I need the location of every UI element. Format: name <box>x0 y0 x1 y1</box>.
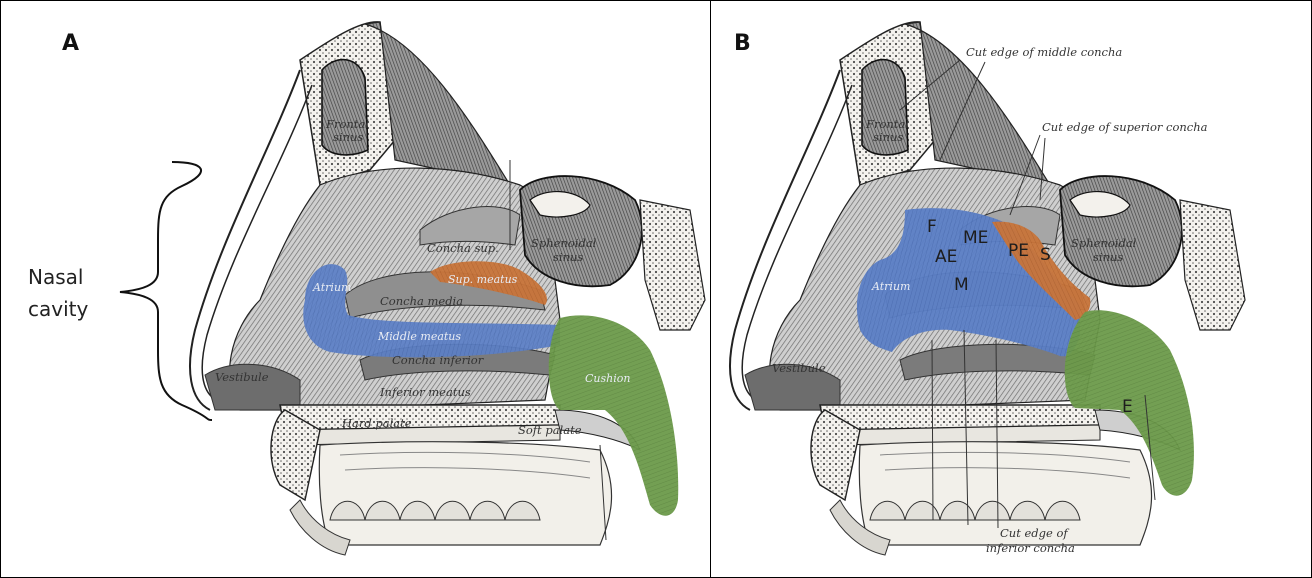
panel-a-cushion: Cushion <box>585 372 630 385</box>
panel-b-atrium: Atrium <box>871 280 910 293</box>
nasal-cavity-label-line1: Nasal <box>28 265 83 289</box>
panel-a-frontal-sinus-line2: sinus <box>333 130 363 144</box>
panel-b-sphenoidal-sinus-line2: sinus <box>1093 250 1123 264</box>
panel-b-frontal-sinus-line1: Frontal <box>865 117 909 131</box>
panel-a-concha-inferior: Concha inferior <box>392 353 485 367</box>
region-letter-m: M <box>954 275 969 295</box>
panel-a-sphenoidal-sinus-line1: Sphenoidal <box>531 236 597 250</box>
panel-b-cut-edge-inferior-line2: inferior concha <box>986 541 1075 555</box>
panel-b-sphenoidal-sinus-line1: Sphenoidal <box>1071 236 1137 250</box>
panel-a-sup-meatus: Sup. meatus <box>448 273 518 286</box>
nasal-cavity-label-line2: cavity <box>28 297 88 321</box>
panel-a-soft-palate: Soft palate <box>518 423 582 437</box>
panel-a-hard-palate: Hard palate <box>341 416 412 430</box>
panel-a-sphenoidal-sinus-line2: sinus <box>553 250 583 264</box>
region-letter-pe: PE <box>1008 241 1029 261</box>
panel-b: B Cut edge of middle concha Cut edge of … <box>730 22 1245 555</box>
panel-b-cut-edge-inferior-line1: Cut edge of <box>1000 526 1069 540</box>
panel-b-cut-edge-middle: Cut edge of middle concha <box>966 45 1122 59</box>
panel-b-cut-edge-superior: Cut edge of superior concha <box>1042 120 1208 134</box>
panel-b-label: B <box>734 31 751 56</box>
panel-a-concha-media: Concha media <box>380 294 463 308</box>
panel-b-vestibule: Vestibule <box>772 361 826 375</box>
region-letter-ae: AE <box>935 247 957 267</box>
panel-b-frontal-sinus-line2: sinus <box>873 130 903 144</box>
panel-a-concha-superior: Concha sup. <box>427 241 499 255</box>
panel-a-frontal-sinus-line1: Frontal <box>325 117 369 131</box>
panel-a-vestibule: Vestibule <box>215 370 269 384</box>
region-letter-f: F <box>927 217 937 237</box>
nasal-cavity-brace <box>120 162 212 420</box>
panel-a-inferior-meatus: Inferior meatus <box>379 385 471 399</box>
region-letter-e: E <box>1122 397 1133 417</box>
panel-a: A Nasal cavity Frontal sinus Sphenoidal … <box>28 22 705 555</box>
region-letter-me: ME <box>963 228 988 248</box>
region-letter-s: S <box>1040 245 1051 265</box>
panel-a-skull-illustration <box>190 22 705 555</box>
panel-a-label: A <box>62 31 79 56</box>
panel-a-middle-meatus: Middle meatus <box>377 330 461 343</box>
panel-a-atrium: Atrium <box>312 281 351 294</box>
